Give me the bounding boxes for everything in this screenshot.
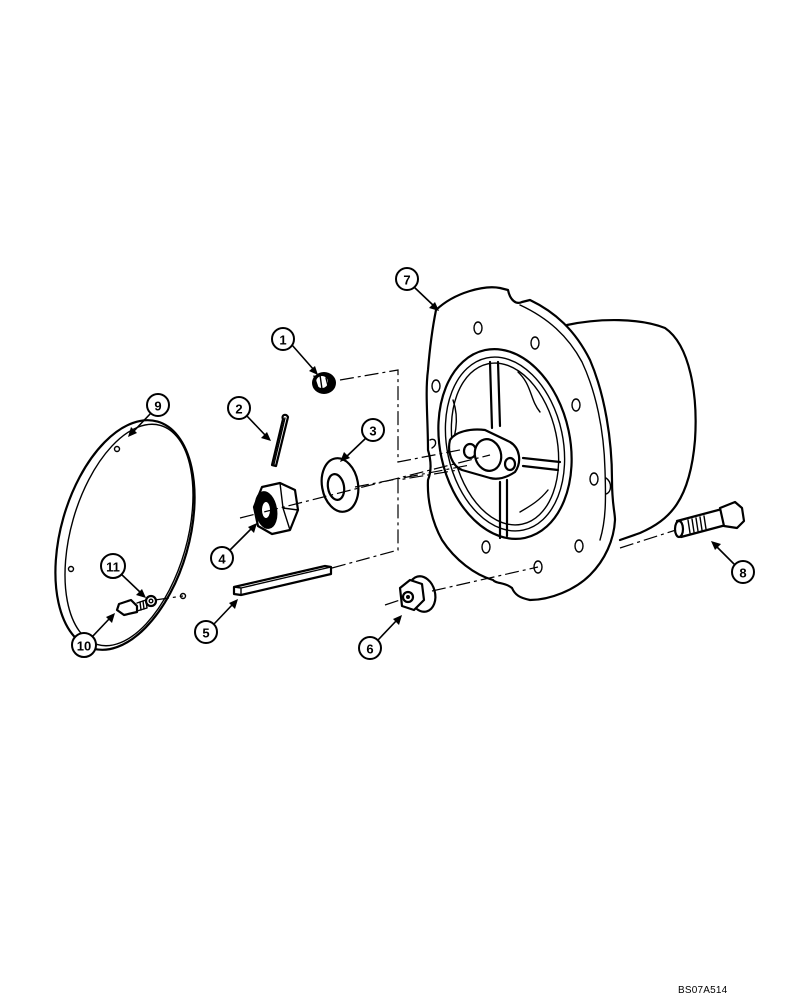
callout-3: 3 xyxy=(340,418,385,462)
callout-2: 2 xyxy=(227,396,271,441)
svg-text:8: 8 xyxy=(739,566,746,581)
callout-4: 4 xyxy=(210,523,257,570)
svg-text:6: 6 xyxy=(366,642,373,657)
callout-5: 5 xyxy=(194,599,238,644)
cover-part-9 xyxy=(54,419,196,651)
callout-10: 10 xyxy=(71,613,115,658)
svg-text:7: 7 xyxy=(403,273,410,288)
housing-part-7 xyxy=(425,286,697,602)
svg-text:4: 4 xyxy=(218,552,226,567)
key-part-5 xyxy=(232,564,333,597)
figure-reference-code: BS07A514 xyxy=(678,985,728,996)
cotter-pin-part-2 xyxy=(270,413,290,468)
svg-text:1: 1 xyxy=(279,333,286,348)
callout-9: 9 xyxy=(128,393,170,437)
bolt-part-8 xyxy=(673,500,746,539)
svg-text:10: 10 xyxy=(77,639,91,654)
assembly-lines xyxy=(154,369,677,606)
callout-11: 11 xyxy=(100,553,146,598)
callout-1: 1 xyxy=(271,327,318,375)
callout-7: 7 xyxy=(395,267,439,311)
callout-8: 8 xyxy=(711,541,755,584)
lock-washer-part-11 xyxy=(144,594,158,608)
svg-text:9: 9 xyxy=(154,399,161,414)
svg-text:5: 5 xyxy=(202,626,209,641)
washer-part-3 xyxy=(320,457,360,513)
svg-text:11: 11 xyxy=(106,560,120,575)
svg-text:3: 3 xyxy=(369,424,376,439)
plug-part-1 xyxy=(312,372,336,394)
callout-6: 6 xyxy=(358,615,402,660)
flange-nut-part-6 xyxy=(398,575,437,613)
svg-text:2: 2 xyxy=(235,402,242,417)
